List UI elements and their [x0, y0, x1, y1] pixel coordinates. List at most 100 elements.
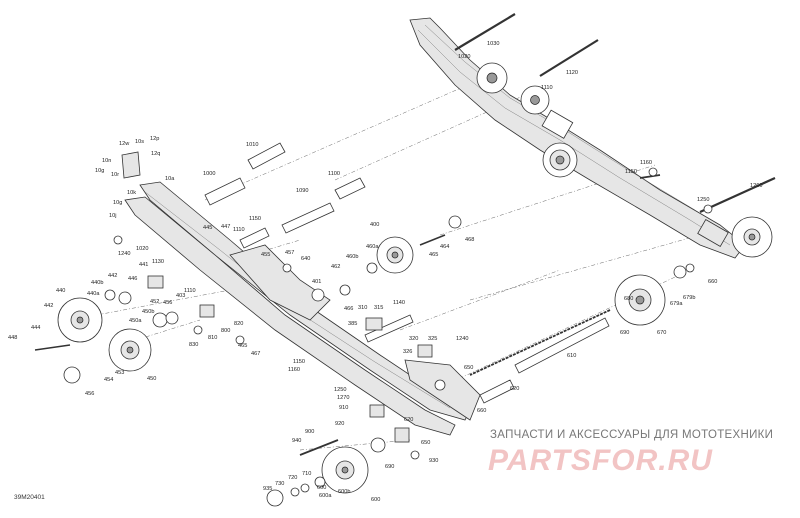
part-label: 1260 — [750, 183, 762, 189]
part-label: 446 — [128, 276, 137, 282]
part-label: 462 — [331, 264, 340, 270]
part-label: 447 — [221, 224, 230, 230]
part-label: 460a — [366, 244, 379, 250]
wheels — [57, 216, 773, 507]
part-label: 1250 — [334, 387, 346, 393]
part-label: 1010 — [246, 142, 258, 148]
part-label: 445 — [203, 225, 212, 231]
part-label: 460b — [346, 254, 358, 260]
part-label: 453 — [115, 370, 124, 376]
part-label: 1160 — [288, 367, 300, 373]
part-label: 1240 — [118, 251, 130, 257]
part-label: 600 — [317, 485, 326, 491]
part-label: 910 — [339, 405, 348, 411]
part-label: 10n — [102, 158, 111, 164]
part-label: 1150 — [625, 169, 637, 175]
part-label: 440b — [91, 280, 103, 286]
part-label: 620 — [404, 417, 413, 423]
part-label: 466 — [344, 306, 353, 312]
diagram-reference-code: 39M20401 — [14, 494, 45, 501]
part-label: 930 — [429, 458, 438, 464]
part-label: 935 — [263, 486, 272, 492]
part-label: 690 — [385, 464, 394, 470]
part-label: 660 — [708, 279, 717, 285]
part-label: 1250 — [697, 197, 709, 203]
part-label: 1100 — [328, 171, 340, 177]
part-label: 450 — [147, 376, 156, 382]
part-label: 610 — [567, 353, 576, 359]
part-label: 455 — [261, 252, 270, 258]
part-label: 1130 — [152, 259, 164, 265]
part-label: 1110 — [233, 227, 245, 233]
part-label: 442 — [108, 273, 117, 279]
rear-arm — [409, 17, 746, 259]
part-label: 442 — [44, 303, 53, 309]
part-label: 620 — [510, 386, 519, 392]
part-label: 400 — [370, 222, 379, 228]
part-label: 465 — [429, 252, 438, 258]
part-label: 1150 — [249, 216, 261, 222]
part-label: 441 — [139, 262, 148, 268]
part-label: 680 — [624, 296, 633, 302]
part-label: 810 — [208, 335, 217, 341]
part-label: 650 — [421, 440, 430, 446]
part-label: 1140 — [393, 300, 405, 306]
part-label: 710 — [302, 471, 311, 477]
part-label: 401 — [312, 279, 321, 285]
part-label: 403 — [176, 293, 185, 299]
part-label: 1240 — [456, 336, 468, 342]
part-label: 920 — [335, 421, 344, 427]
part-label: 444 — [31, 325, 40, 331]
part-label: 600 — [371, 497, 380, 503]
part-label: 820 — [234, 321, 243, 327]
part-label: 325 — [428, 336, 437, 342]
part-label: 1020 — [136, 246, 148, 252]
part-label: 450a — [129, 318, 142, 324]
rails — [124, 181, 481, 436]
part-label: 10g — [113, 200, 122, 206]
part-label: 465 — [238, 343, 247, 349]
shafts — [34, 13, 776, 456]
part-label: 650 — [464, 365, 473, 371]
part-label: 1160 — [640, 160, 652, 166]
part-label: 385 — [348, 321, 357, 327]
part-label: 464 — [440, 244, 449, 250]
part-label: 12q — [151, 151, 160, 157]
part-label: 320 — [409, 336, 418, 342]
part-label: 1000 — [203, 171, 215, 177]
part-label: 1120 — [566, 70, 578, 76]
part-label: 679a — [670, 301, 683, 307]
part-label: 10r — [111, 172, 119, 178]
part-label: 690 — [620, 330, 629, 336]
part-label: 440a — [87, 291, 100, 297]
part-label: 800 — [221, 328, 230, 334]
part-label: 10a — [165, 176, 175, 182]
part-label: 900 — [305, 429, 314, 435]
part-label: 720 — [288, 475, 297, 481]
part-label: 440 — [56, 288, 65, 294]
part-label: 1110 — [184, 288, 196, 294]
part-label: 1020 — [458, 54, 470, 60]
part-label: 468 — [465, 237, 474, 243]
part-label: 10k — [127, 190, 136, 196]
part-label: 679b — [683, 295, 695, 301]
part-label: 830 — [189, 342, 198, 348]
part-label: 457 — [285, 250, 294, 256]
part-label: 670 — [657, 330, 666, 336]
part-label: 10j — [109, 213, 116, 219]
part-label: 660 — [477, 408, 486, 414]
part-label: 456 — [85, 391, 94, 397]
part-label: 1110 — [541, 85, 553, 91]
part-label: 454 — [104, 377, 113, 383]
part-label: 10g — [95, 168, 104, 174]
part-label: 940 — [292, 438, 301, 444]
part-label: 315 — [374, 305, 383, 311]
part-label: 448 — [8, 335, 17, 341]
part-label: 310 — [358, 305, 367, 311]
part-label: 600a — [319, 493, 332, 499]
part-label: 456 — [163, 300, 172, 306]
part-label: 450b — [142, 309, 154, 315]
part-label: 1270 — [337, 395, 349, 401]
